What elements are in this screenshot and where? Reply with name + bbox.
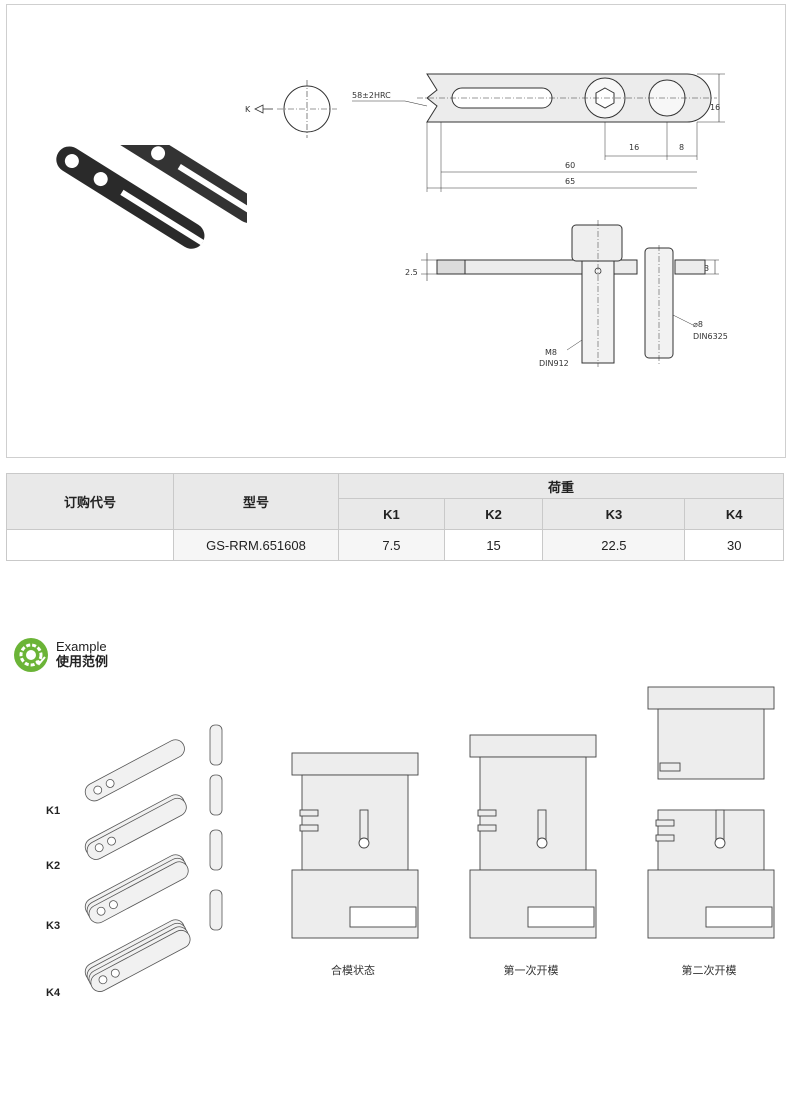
mold-stage-diagrams (291, 686, 775, 939)
cell-k1: 7.5 (338, 529, 445, 561)
header-k4: K4 (684, 498, 784, 530)
k2-label: K2 (46, 860, 61, 872)
dim-8: 8 (679, 143, 684, 152)
header-k1: K1 (338, 498, 445, 530)
caption-first-open: 第一次开模 (503, 965, 559, 977)
caption-second-open: 第二次开模 (681, 965, 737, 977)
k3-label: K3 (46, 920, 61, 932)
dim-3: 3 (704, 264, 709, 273)
screw-size: M8 (545, 348, 557, 357)
latch-plates-photo (56, 145, 247, 249)
cell-k2: 15 (443, 529, 544, 561)
dim-2-5: 2.5 (405, 268, 418, 277)
header-k3: K3 (542, 498, 686, 530)
cell-model: GS-RRM.651608 (173, 529, 339, 561)
spec-table: 订购代号 型号 荷重 K1 K2 K3 K4 GS-RRM.651608 7.5… (6, 473, 784, 561)
example-title: Example 使用范例 (56, 639, 108, 669)
table-row: GS-RRM.651608 7.5 15 22.5 30 (6, 529, 784, 561)
header-load: 荷重 (338, 473, 784, 499)
hardness-label: 58±2HRC (352, 91, 391, 100)
product-drawing-panel: K 58±2HRC 16 16 8 60 65 (6, 4, 786, 458)
cell-order-code (6, 529, 174, 561)
dim-60: 60 (565, 161, 575, 170)
cell-k4: 30 (684, 529, 784, 561)
header-k2: K2 (443, 498, 544, 530)
pin-std: DIN6325 (693, 332, 728, 341)
caption-closed: 合模状态 (331, 965, 375, 977)
example-title-zh: 使用范例 (56, 654, 109, 669)
screw-std: DIN912 (539, 359, 569, 368)
side-view-drawing: 2.5 3 M8 DIN912 ⌀8 DIN6325 (405, 220, 728, 368)
front-view-symbol: K (245, 80, 337, 138)
header-model: 型号 (173, 473, 339, 530)
cell-k3: 22.5 (542, 529, 686, 561)
gear-check-icon (14, 638, 48, 672)
dim-16-height: 16 (710, 103, 720, 112)
dim-16-spacing: 16 (629, 143, 639, 152)
k4-label: K4 (46, 987, 61, 999)
top-view-drawing: 58±2HRC 16 16 8 60 65 (352, 73, 725, 192)
example-title-en: Example (56, 639, 107, 654)
pin-size: ⌀8 (693, 320, 703, 329)
k1-label: K1 (46, 805, 61, 817)
stacked-plates-illustration (84, 724, 223, 992)
dim-65: 65 (565, 177, 575, 186)
k-arrow-label: K (245, 105, 251, 114)
header-order-code: 订购代号 (6, 473, 174, 530)
